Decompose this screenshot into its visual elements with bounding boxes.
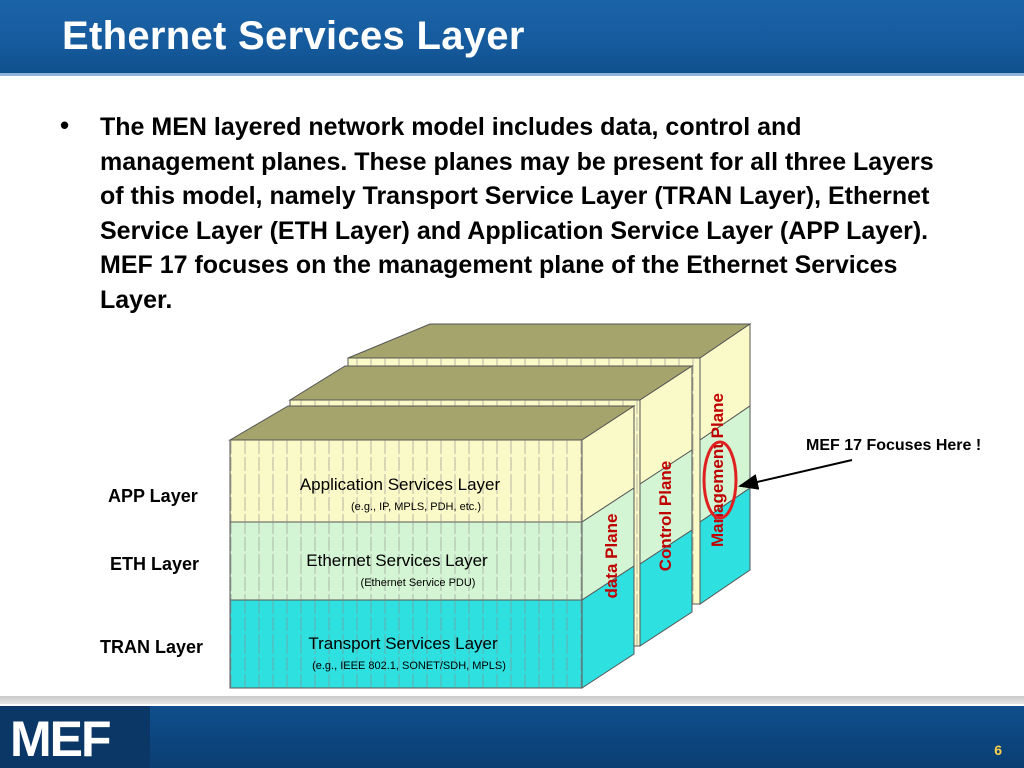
data-plane-label: data Plane bbox=[602, 513, 621, 598]
front-tran-title: Transport Services Layer bbox=[308, 634, 498, 653]
front-eth-subtitle: (Ethernet Service PDU) bbox=[361, 577, 476, 589]
data-block-top bbox=[228, 405, 636, 441]
front-app-title: Application Services Layer bbox=[300, 475, 501, 494]
bullet-text: The MEN layered network model includes d… bbox=[100, 113, 934, 314]
management-plane-label: Management Plane bbox=[708, 393, 727, 547]
footer-bar: MEF 6 bbox=[0, 706, 1024, 768]
tran-layer-label: TRAN Layer bbox=[100, 637, 204, 657]
front-app-subtitle: (e.g., IP, MPLS, PDH, etc.) bbox=[351, 501, 481, 513]
management-block-top bbox=[347, 323, 752, 359]
control-plane-label: Control Plane bbox=[656, 461, 675, 572]
title-rule bbox=[0, 73, 1024, 76]
front-eth-title: Ethernet Services Layer bbox=[306, 551, 488, 570]
data-plane-block: Application Services Layer (e.g., IP, MP… bbox=[228, 405, 636, 689]
callout-text: MEF 17 Focuses Here ! bbox=[806, 437, 981, 454]
slide-title: Ethernet Services Layer bbox=[62, 14, 525, 58]
mef-logo-text: MEF bbox=[10, 711, 112, 767]
bullet-marker: • bbox=[60, 110, 70, 140]
app-layer-label: APP Layer bbox=[108, 486, 198, 506]
title-bar: Ethernet Services Layer bbox=[0, 0, 1024, 76]
eth-layer-label: ETH Layer bbox=[110, 554, 200, 574]
highlight-ring bbox=[702, 440, 738, 520]
callout-arrow bbox=[738, 459, 853, 490]
footer-band bbox=[0, 696, 1024, 704]
mef-logo: MEF bbox=[0, 706, 150, 768]
front-block-stripes bbox=[230, 440, 582, 688]
control-block-top bbox=[288, 365, 694, 401]
page-number: 6 bbox=[994, 742, 1002, 758]
front-tran-subtitle: (e.g., IEEE 802.1, SONET/SDH, MPLS) bbox=[312, 660, 506, 672]
